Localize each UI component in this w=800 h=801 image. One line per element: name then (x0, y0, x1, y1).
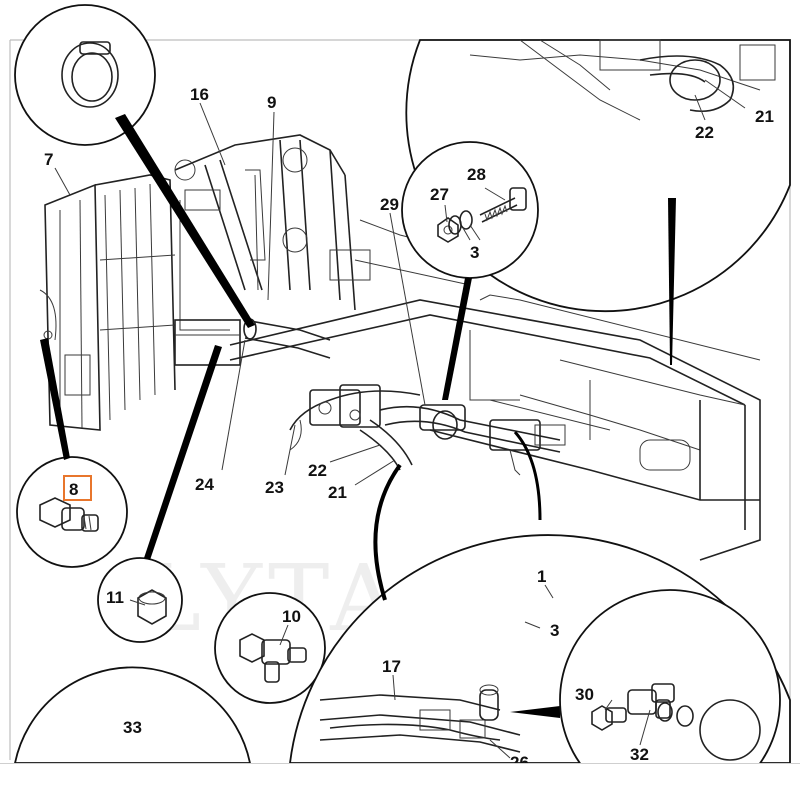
callout-27: 27 (430, 185, 449, 204)
viewer-bottom-strip (0, 763, 800, 801)
detail-circle-part-33 (13, 666, 252, 764)
detail-circle-fasteners (401, 141, 539, 279)
callout-23: 23 (265, 478, 284, 497)
callout-10: 10 (282, 607, 301, 626)
detail-circle-part-11 (97, 557, 183, 643)
callout-22-detail: 22 (695, 123, 714, 142)
highlight-box-part-8 (63, 475, 92, 501)
detail-circle-clamp (14, 4, 156, 146)
callout-leaders (54, 79, 746, 759)
callout-21-main: 21 (328, 483, 347, 502)
detail-circle-parts-30-32 (559, 589, 781, 800)
callout-21-detail: 21 (755, 107, 774, 126)
callout-11: 11 (106, 588, 124, 607)
callout-28: 28 (467, 165, 486, 184)
machine-frame-drawing (39, 134, 761, 561)
detail-circle-part-10 (214, 592, 326, 704)
callout-9: 9 (267, 93, 276, 112)
callout-16: 16 (190, 85, 209, 104)
callout-24: 24 (195, 475, 214, 494)
callout-3-fasteners: 3 (470, 243, 479, 262)
callout-1: 1 (537, 567, 546, 586)
detail-circle-part-8 (16, 456, 128, 568)
zoom-leaders (40, 114, 676, 601)
callout-22-main: 22 (308, 461, 327, 480)
callout-17: 17 (382, 657, 401, 676)
callout-labels: 16 9 7 29 8 24 23 22 21 21 22 27 28 3 11… (44, 85, 774, 772)
callout-33: 33 (123, 718, 142, 737)
callout-8: 8 (69, 480, 78, 499)
callout-29: 29 (380, 195, 399, 214)
callout-32: 32 (630, 745, 649, 764)
callout-7: 7 (44, 150, 53, 169)
callout-3-bolt: 3 (550, 621, 559, 640)
callout-30: 30 (575, 685, 594, 704)
